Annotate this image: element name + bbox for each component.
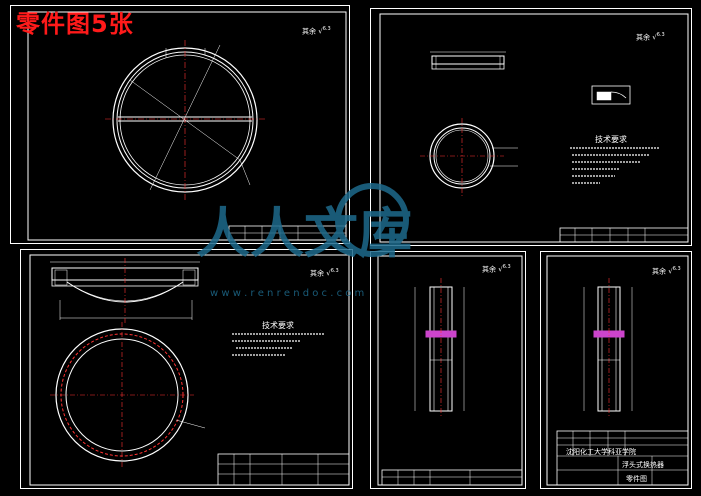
watermark-logo: 人人文库 w w w . r e n r e n d o c . c o m: [196, 183, 412, 299]
roughness-symbol-icon: √: [326, 269, 331, 278]
roughness-label-sheet1: 其余 √6.3: [302, 26, 331, 36]
drawing-sheet-5[interactable]: [540, 251, 692, 489]
tech-requirements-heading-sheet3: 技术要求: [262, 321, 294, 330]
tech-requirements-heading-sheet2: 技术要求: [595, 135, 627, 144]
sheet4-tube-view: [414, 278, 465, 418]
roughness-symbol-icon: √: [318, 27, 323, 36]
sheet3-section-view: [50, 258, 206, 468]
title-block-sheet2: [559, 227, 689, 243]
roughness-label-sheet4: 其余 √6.3: [482, 264, 511, 274]
roughness-symbol-icon: √: [498, 265, 503, 274]
title-block-sheet3: [217, 453, 350, 486]
sheet5-tube-view: [583, 278, 633, 418]
watermark-text: 人人文库: [196, 202, 412, 265]
title-block-org: 沈阳化工大学科亚学院: [566, 448, 636, 456]
overlay-title: 零件图5张: [16, 10, 134, 38]
drawing-sheet-3[interactable]: [20, 249, 353, 489]
title-block-part: 浮头式换热器: [622, 461, 664, 469]
drawing-sheet-4[interactable]: [370, 251, 526, 489]
roughness-label-sheet2: 其余 √6.3: [636, 32, 665, 42]
drawing-sheet-2[interactable]: [370, 8, 692, 246]
roughness-symbol-icon: √: [652, 33, 657, 42]
title-block-sheet4: [381, 469, 523, 486]
sheet1-ring-view: [105, 40, 265, 200]
roughness-symbol-icon: √: [668, 267, 673, 276]
drawing-sheet-1[interactable]: [10, 5, 350, 244]
sheet3-tech-notes: [232, 333, 325, 356]
title-block-sheet5: [556, 430, 689, 486]
watermark-url: w w w . r e n r e n d o c . c o m: [210, 288, 364, 299]
sheet2-flange-view: [420, 51, 631, 196]
sheet2-tech-notes: [570, 147, 660, 184]
title-block-sub: 零件图: [626, 475, 647, 483]
roughness-label-sheet3: 其余 √6.3: [310, 268, 339, 278]
title-block-sheet1: [228, 225, 347, 241]
roughness-label-sheet5: 其余 √6.3: [652, 266, 681, 276]
